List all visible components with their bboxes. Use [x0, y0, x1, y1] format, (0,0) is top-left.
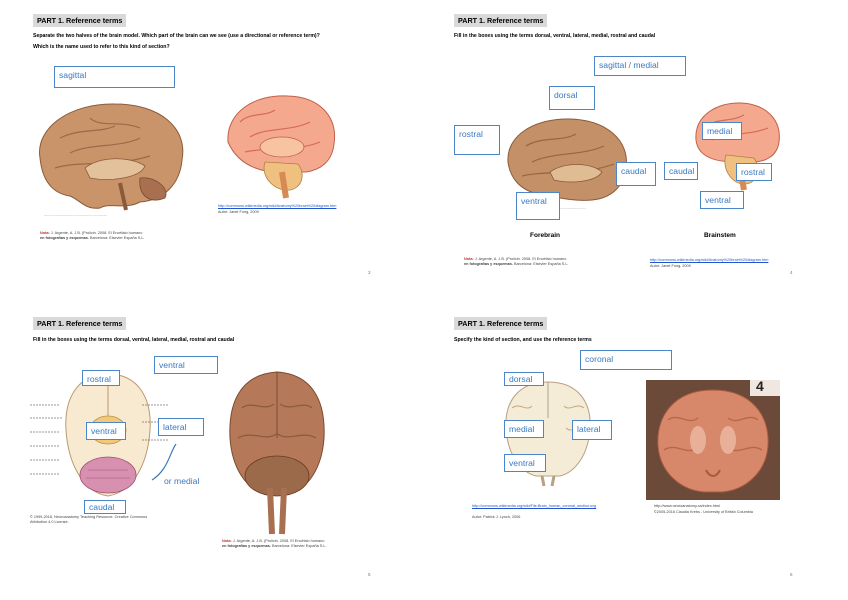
credit-text-2: en fotografías y esquemas.: [222, 544, 271, 548]
sagittal-brain-diagram: [227, 95, 336, 199]
instruction-1: Separate the two halves of the brain mod…: [33, 33, 320, 39]
slide-tag: PART 1. Reference terms: [454, 14, 548, 27]
label-strip: ..............................: [554, 206, 586, 210]
answer-box-ventral-mid[interactable]: ventral: [86, 422, 126, 440]
slide-tag: PART 1. Reference terms: [33, 14, 127, 27]
slide-4: PART 1. Reference terms Fill in the boxe…: [424, 0, 848, 300]
copyright-text: © 1999-2016, Neuroanatomy Teaching Resou…: [30, 515, 148, 519]
credit-note: Nota:: [222, 539, 232, 543]
credit-note: Nota:: [40, 231, 50, 235]
slide-tag: PART 1. Reference terms: [33, 317, 127, 330]
page-number: 6: [790, 572, 793, 577]
answer-box-sagittal-medial[interactable]: sagittal / medial: [594, 56, 686, 76]
ventral-brain-photo: [229, 371, 325, 535]
slide-tag: PART 1. Reference terms: [454, 317, 548, 330]
answer-box-caudal[interactable]: caudal: [84, 500, 126, 514]
answer-box-caudal-left[interactable]: caudal: [616, 162, 656, 186]
copyright: © 1999-2016, Neuroanatomy Teaching Resou…: [30, 515, 147, 525]
answer-box-ventral-top[interactable]: ventral: [154, 356, 218, 374]
caption-brainstem: Brainstem: [704, 232, 736, 239]
credit-text: J. Argente, A. J.B. (Prolicin. 2008. El …: [50, 231, 143, 235]
source-link[interactable]: http://commons.wikimedia.org/wiki/Anatom…: [218, 204, 337, 208]
right-url: http://www.neuroanatomy.ca/index.html: [654, 504, 720, 508]
answer-box-rostral-right[interactable]: rostral: [736, 163, 772, 181]
answer-box-lateral[interactable]: lateral: [572, 420, 612, 440]
label-lines: [30, 404, 62, 475]
caption-forebrain: Forebrain: [530, 232, 560, 239]
instruction-2: Which is the name used to refer to this …: [33, 44, 170, 50]
credit: Nota: J. Argente, A. J.B. (Prolicin. 200…: [464, 257, 568, 267]
source-author: Autor: Janet Fong, 2009: [650, 264, 691, 268]
source-author: Autor: Janet Fong, 2009: [218, 210, 259, 214]
slide-5: PART 1. Reference terms Fill in the boxe…: [0, 300, 424, 600]
answer-box-ventral-left[interactable]: ventral: [516, 192, 560, 220]
page-number: 5: [368, 572, 371, 577]
credit: Nota: J. Argente, A. J.B. (Prolicin. 200…: [40, 231, 144, 241]
answer-box-dorsal[interactable]: dorsal: [549, 86, 595, 110]
instruction: Fill in the boxes using the terms dorsal…: [454, 33, 656, 39]
answer-box-sagittal[interactable]: sagittal: [54, 66, 175, 88]
credit-text-2: en fotografías y esquemas.: [464, 262, 513, 266]
source-author: Autor: Patrick J. Lynch, 2006: [472, 515, 521, 519]
answer-box-medial[interactable]: medial: [702, 122, 742, 140]
answer-box-coronal[interactable]: coronal: [580, 350, 672, 370]
answer-box-lateral[interactable]: lateral: [158, 418, 204, 436]
credit-text: J. Argente, A. J.B. (Prolicin. 2008. El …: [474, 257, 567, 261]
or-medial-label: or medial: [164, 476, 200, 486]
copyright-text-2: Attribution 4.0 License.: [30, 520, 69, 524]
instruction: Specify the kind of section, and use the…: [454, 337, 592, 343]
credit-note: Nota:: [464, 257, 474, 261]
credit-text-2: en fotografías y esquemas.: [40, 236, 89, 240]
credit-text-3: Barcelona: Elsevier España S.L.: [272, 544, 327, 548]
answer-box-ventral-right[interactable]: ventral: [700, 191, 744, 209]
credit-text-3: Barcelona: Elsevier España S.L.: [514, 262, 569, 266]
instruction: Fill in the boxes using the terms dorsal…: [33, 337, 235, 343]
label-strip: ........................................…: [44, 213, 108, 217]
photo-number: 4: [756, 378, 764, 394]
sagittal-brain-photo: [39, 103, 184, 211]
answer-box-caudal-right[interactable]: caudal: [664, 162, 698, 180]
page-number: 3: [368, 270, 371, 275]
source-link[interactable]: http://commons.wikimedia.org/wiki/File:B…: [472, 504, 597, 508]
answer-box-ventral[interactable]: ventral: [504, 454, 546, 472]
answer-box-medial[interactable]: medial: [504, 420, 544, 438]
credit: Nota: J. Argente, A. J.B. (Prolicin. 200…: [222, 539, 326, 549]
slide-6: PART 1. Reference terms Specify the kind…: [424, 300, 848, 600]
source-link[interactable]: http://commons.wikimedia.org/wiki/Anatom…: [650, 258, 769, 262]
slide-3: PART 1. Reference terms Separate the two…: [0, 0, 424, 300]
page-number: 4: [790, 270, 793, 275]
answer-box-rostral[interactable]: rostral: [82, 370, 120, 386]
answer-box-rostral-left[interactable]: rostral: [454, 125, 500, 155]
right-copyright: ©2005-2016 Claudia Krebs - University of…: [654, 510, 753, 514]
credit-text: J. Argente, A. J.B. (Prolicin. 2008. El …: [232, 539, 325, 543]
coronal-brain-photo: [646, 380, 780, 500]
pointer-arrow: [151, 443, 177, 481]
coronal-brain-diagram: [505, 381, 591, 487]
answer-box-dorsal[interactable]: dorsal: [504, 372, 544, 386]
credit-text-3: Barcelona: Elsevier España S.L.: [90, 236, 145, 240]
